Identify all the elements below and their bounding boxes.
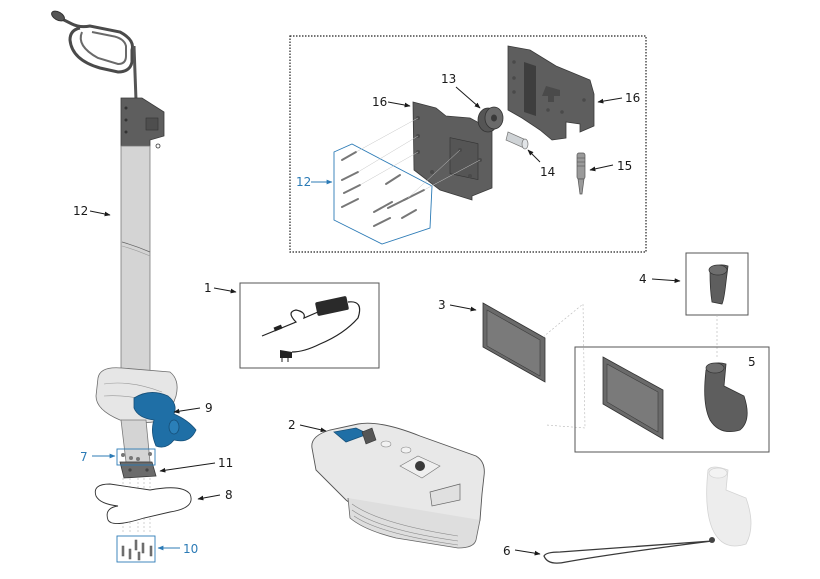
callout-3-arrow [449, 304, 477, 312]
ghost-tiller [706, 466, 752, 547]
clamp-bracket-group-box [289, 35, 647, 253]
callout-15-arrow [589, 164, 614, 172]
propeller [133, 392, 197, 448]
callout-8: 8 [225, 488, 233, 502]
shaft-assembly [51, 10, 197, 563]
battery [311, 422, 485, 549]
callout-16-right-arrow [597, 97, 623, 104]
callout-16-left-arrow [387, 101, 411, 108]
callout-3: 3 [438, 298, 446, 312]
callout-5: 5 [748, 355, 756, 369]
callout-1: 1 [204, 281, 212, 295]
display-cover [482, 302, 546, 383]
bolt [576, 152, 586, 195]
callout-14-arrow [527, 149, 541, 163]
shaft-tube [120, 145, 151, 387]
display-alignment-line [542, 303, 586, 429]
callout-16-right: 16 [625, 91, 640, 105]
callout-4: 4 [639, 272, 647, 286]
callout-16-left: 16 [372, 95, 387, 109]
callout-13: 13 [441, 72, 456, 86]
charger-with-cable [261, 296, 361, 362]
fin-mount-screws-box [116, 448, 156, 466]
clamp-bracket-group [333, 45, 595, 245]
callout-1-arrow [213, 287, 237, 294]
callout-2-arrow [299, 424, 327, 433]
clamp-screws [341, 151, 425, 227]
callout-9-arrow [173, 407, 201, 414]
callout-6: 6 [503, 544, 511, 558]
callout-15: 15 [617, 159, 632, 173]
callout-4-arrow [651, 278, 681, 284]
fin-mount-plate [119, 461, 157, 479]
callout-10: 10 [183, 542, 198, 556]
callout-2: 2 [288, 418, 296, 432]
tiller-grip [708, 264, 729, 305]
callout-12-shaft-arrow [89, 210, 111, 217]
callout-11: 11 [218, 456, 233, 470]
callout-7: 7 [80, 450, 88, 464]
tiller-cable [51, 10, 138, 101]
callout-13-arrow [455, 86, 481, 109]
callout-11-arrow [159, 462, 216, 473]
callout-8-arrow [197, 494, 221, 501]
display-tiller-set-box [574, 346, 770, 453]
callout-12-shaft: 12 [73, 204, 88, 218]
kill-switch-lanyard [543, 537, 715, 564]
strut [120, 419, 151, 463]
charger-box [239, 282, 380, 369]
callout-12-screws: 12 [296, 175, 311, 189]
callout-6-arrow [514, 549, 541, 556]
callout-9: 9 [205, 401, 213, 415]
display-tiller-set [602, 356, 748, 440]
skeg-fin [94, 483, 192, 524]
fin-screws-box [116, 535, 156, 563]
clamp-screws-box [333, 143, 433, 245]
callout-14: 14 [540, 165, 555, 179]
